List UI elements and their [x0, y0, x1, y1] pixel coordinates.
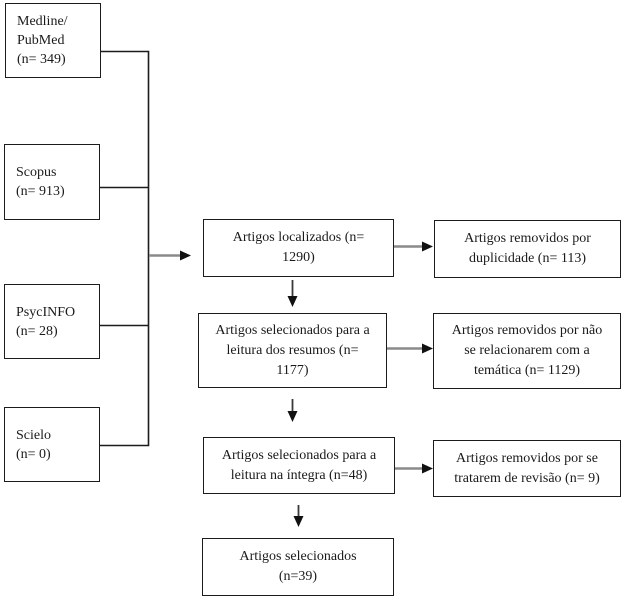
stage-box-selected: Artigos selecionados (n=39) [202, 538, 394, 596]
stage-box-located-label: Artigos localizados (n= 1290) [232, 230, 365, 265]
stage-box-selected-label: Artigos selecionados (n=39) [239, 549, 357, 584]
source-box-medline-pubmed: Medline/ PubMed (n= 349) [5, 3, 101, 78]
arrow-located-to-duplicates-head [422, 241, 433, 252]
source-box-scopus: Scopus (n= 913) [4, 144, 100, 220]
source-box-scopus-label: Scopus (n= 913) [16, 165, 65, 199]
arrow-abstracts-to-offtopic-head [422, 343, 433, 354]
stage-box-abstract-screened-label: Artigos selecionados para a leitura dos … [215, 322, 370, 378]
stage-box-abstract-screened: Artigos selecionados para a leitura dos … [198, 313, 387, 388]
exclusion-box-duplicates-label: Artigos removidos por duplicidade (n= 11… [464, 231, 591, 266]
exclusion-box-reviews: Artigos removidos por se tratarem de rev… [433, 440, 621, 497]
stage-box-located: Artigos localizados (n= 1290) [203, 219, 394, 277]
source-box-psycinfo: PsycINFO (n= 28) [4, 284, 100, 359]
arrow-abstracts-to-fulltext-head [287, 411, 298, 422]
stage-box-fulltext-label: Artigos selecionados para a leitura na í… [221, 447, 377, 483]
exclusion-box-reviews-label: Artigos removidos por se tratarem de rev… [454, 450, 600, 486]
arrow-fulltext-to-selected-head [293, 516, 304, 527]
source-box-scielo-label: Scielo (n= 0) [16, 427, 51, 462]
arrow-located-to-abstracts-head [287, 296, 298, 307]
exclusion-box-duplicates: Artigos removidos por duplicidade (n= 11… [434, 220, 621, 278]
source-box-psycinfo-label: PsycINFO (n= 28) [16, 304, 76, 339]
exclusion-box-off-topic-label: Artigos removidos por não se relacionare… [451, 323, 603, 378]
arrow-sources-to-located-head [180, 250, 191, 261]
source-box-medline-pubmed-label: Medline/ PubMed (n= 349) [17, 14, 68, 67]
source-box-scielo: Scielo (n= 0) [4, 407, 100, 482]
stage-box-fulltext: Artigos selecionados para a leitura na í… [203, 437, 395, 494]
arrow-fulltext-to-reviews-head [422, 463, 433, 474]
exclusion-box-off-topic: Artigos removidos por não se relacionare… [433, 313, 621, 389]
